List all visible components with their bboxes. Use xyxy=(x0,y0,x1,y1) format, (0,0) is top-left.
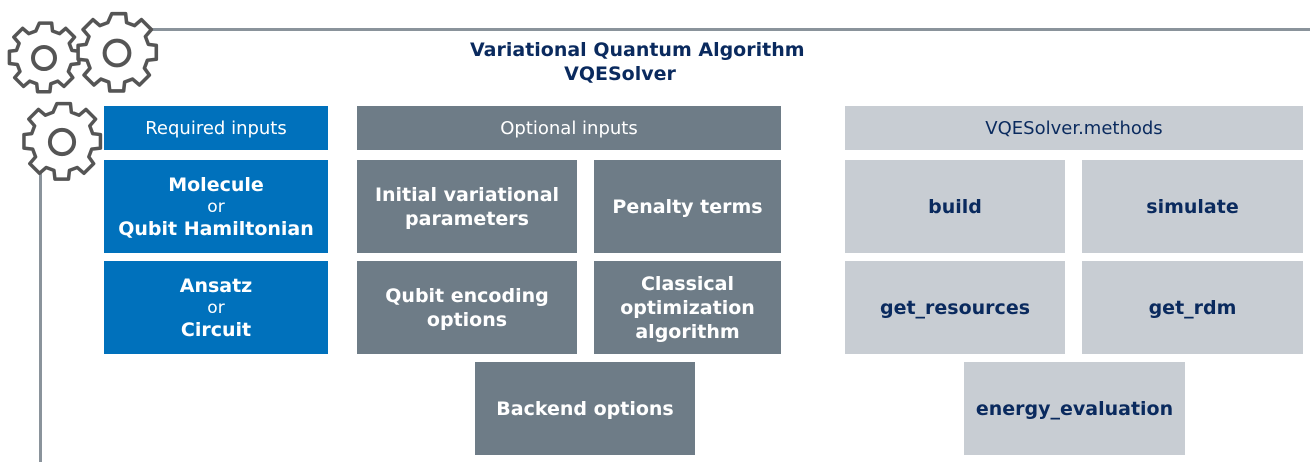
gear-icon xyxy=(7,21,81,94)
optional-initial-params-box: Initial variational parameters xyxy=(357,160,577,253)
optional-classical-opt-line2: optimization xyxy=(620,296,755,319)
method-simulate-label: simulate xyxy=(1146,195,1239,218)
method-simulate-box: simulate xyxy=(1082,160,1303,253)
method-get-rdm-box: get_rdm xyxy=(1082,261,1303,354)
optional-initial-params-line2: parameters xyxy=(405,207,529,230)
header-required-label: Required inputs xyxy=(145,117,287,139)
required-molecule-bottom: Qubit Hamiltonian xyxy=(118,217,314,240)
header-methods-label: VQESolver.methods xyxy=(985,117,1163,139)
gear-icon xyxy=(76,11,159,93)
header-optional-inputs: Optional inputs xyxy=(357,106,781,150)
method-build-label: build xyxy=(928,195,982,218)
method-build-box: build xyxy=(845,160,1065,253)
optional-classical-opt-line3: algorithm xyxy=(635,320,740,343)
frame-top-line xyxy=(120,28,1310,31)
required-molecule-top: Molecule xyxy=(168,173,264,196)
title-line-2: VQESolver xyxy=(564,63,676,85)
optional-classical-opt-box: Classical optimization algorithm xyxy=(594,261,781,354)
optional-initial-params-line1: Initial variational xyxy=(374,183,560,206)
optional-qubit-encoding-line2: options xyxy=(426,308,508,331)
optional-qubit-encoding-line1: Qubit encoding xyxy=(385,284,549,307)
method-get-resources-box: get_resources xyxy=(845,261,1065,354)
method-energy-evaluation-label: energy_evaluation xyxy=(975,397,1174,420)
required-molecule-box: Molecule or Qubit Hamiltonian xyxy=(104,160,328,253)
frame-left-line xyxy=(39,150,42,462)
required-ansatz-box: Ansatz or Circuit xyxy=(104,261,328,354)
header-methods: VQESolver.methods xyxy=(845,106,1303,150)
optional-penalty-box: Penalty terms xyxy=(594,160,781,253)
optional-qubit-encoding-box: Qubit encoding options xyxy=(357,261,577,354)
header-optional-label: Optional inputs xyxy=(500,117,638,139)
optional-classical-opt-line1: Classical xyxy=(640,272,734,295)
required-ansatz-or: or xyxy=(207,297,225,318)
method-energy-evaluation-box: energy_evaluation xyxy=(964,362,1185,455)
method-get-rdm-label: get_rdm xyxy=(1148,296,1237,319)
optional-penalty-label: Penalty terms xyxy=(612,195,763,218)
gear-icon xyxy=(22,101,103,181)
diagram-title: Variational Quantum Algorithm VQESolver xyxy=(470,38,805,86)
title-line-1: Variational Quantum Algorithm xyxy=(470,39,805,61)
optional-backend-box: Backend options xyxy=(475,362,695,455)
required-ansatz-top: Ansatz xyxy=(179,274,253,297)
required-ansatz-bottom: Circuit xyxy=(180,318,252,341)
optional-backend-label: Backend options xyxy=(496,397,674,420)
method-get-resources-label: get_resources xyxy=(879,296,1031,319)
header-required-inputs: Required inputs xyxy=(104,106,328,150)
required-molecule-or: or xyxy=(207,196,225,217)
